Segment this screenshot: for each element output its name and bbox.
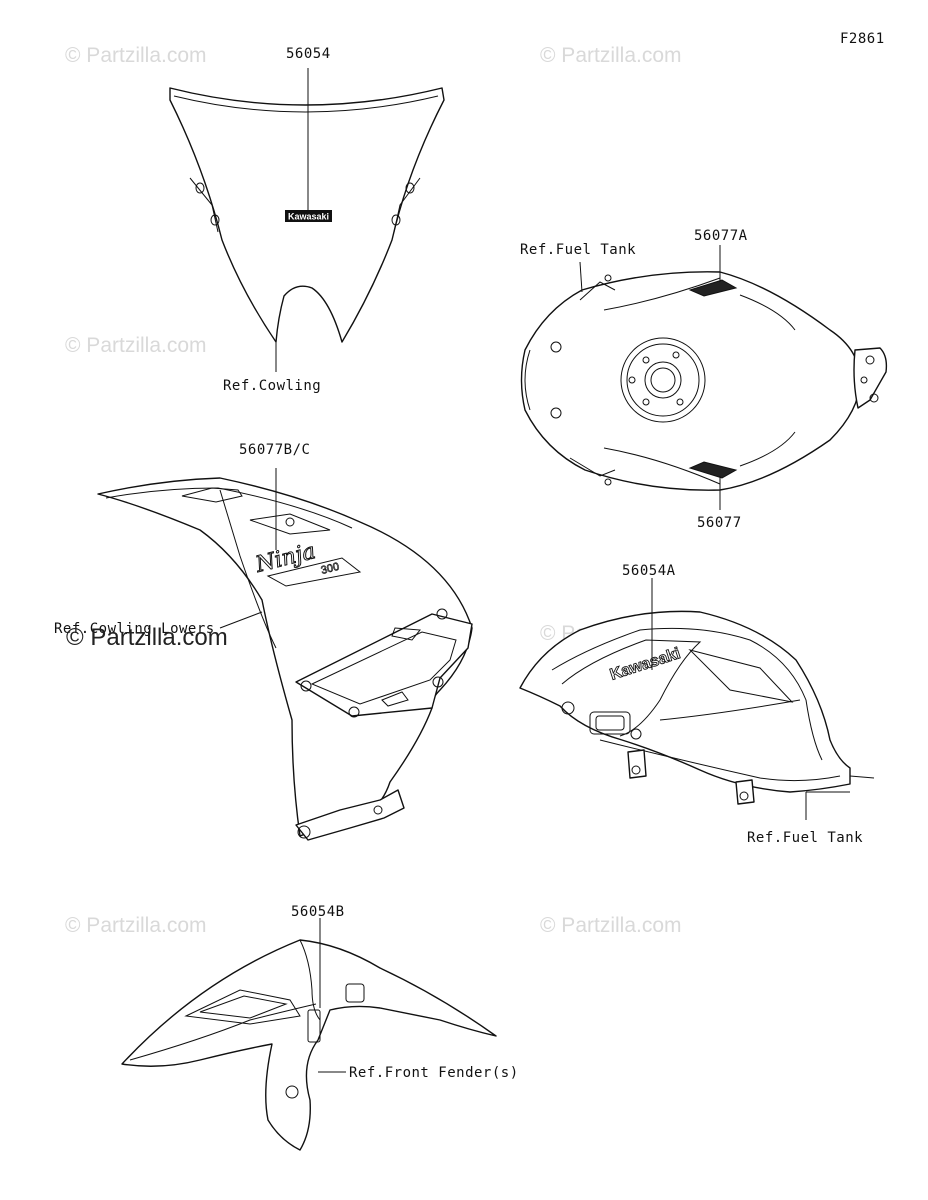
fuel-tank-side-group: Kawasaki 56054A Ref.Fuel Tank [519, 563, 875, 846]
windshield-decal [285, 210, 332, 222]
front-fender [121, 939, 497, 1151]
callout-ref-cowling-lowers: Ref.Cowling Lowers [54, 621, 215, 637]
callout-ref-fuel-tank-top: Ref.Fuel Tank [520, 242, 636, 258]
watermark-7: © Partzilla.com [540, 914, 682, 937]
callout-56054: 56054 [286, 46, 331, 62]
callout-56054b: 56054B [291, 904, 345, 920]
fuel-tank-side [519, 610, 851, 793]
tank-decal-56077a [688, 279, 738, 297]
cowling-group: Ninja 300 56077B/C Ref.Cowling Lowers © … [54, 442, 473, 841]
watermark-6: © Partzilla.com [65, 914, 207, 937]
callout-56077: 56077 [697, 515, 742, 531]
callout-ref-fuel-tank-side: Ref.Fuel Tank [747, 830, 863, 846]
watermark-3: © Partzilla.com [65, 334, 207, 357]
fuel-tank-top [520, 271, 861, 491]
tank-decal-56077 [688, 461, 738, 479]
cowl-decal-model: 300 [320, 561, 341, 577]
fuel-tank-top-group: Ref.Fuel Tank 56077A 56077 [520, 228, 888, 531]
cowling-lower [97, 477, 473, 837]
windshield-decal-logo: Kawasaki [288, 212, 329, 222]
callout-56077bc: 56077B/C [239, 442, 310, 458]
watermark-2: © Partzilla.com [540, 44, 682, 67]
front-fender-group: 56054B Ref.Front Fender(s) [121, 904, 519, 1151]
callout-ref-cowling: Ref.Cowling [223, 378, 321, 394]
callout-56054a: 56054A [622, 563, 676, 579]
callout-56077a: 56077A [694, 228, 748, 244]
watermark-overlay: © Partzilla.com [66, 624, 228, 651]
callout-ref-front-fender: Ref.Front Fender(s) [349, 1065, 519, 1081]
watermark-1: © Partzilla.com [65, 44, 207, 67]
windshield-group: Kawasaki 56054 Ref.Cowling [169, 46, 445, 394]
figure-code: F2861 [840, 31, 885, 47]
